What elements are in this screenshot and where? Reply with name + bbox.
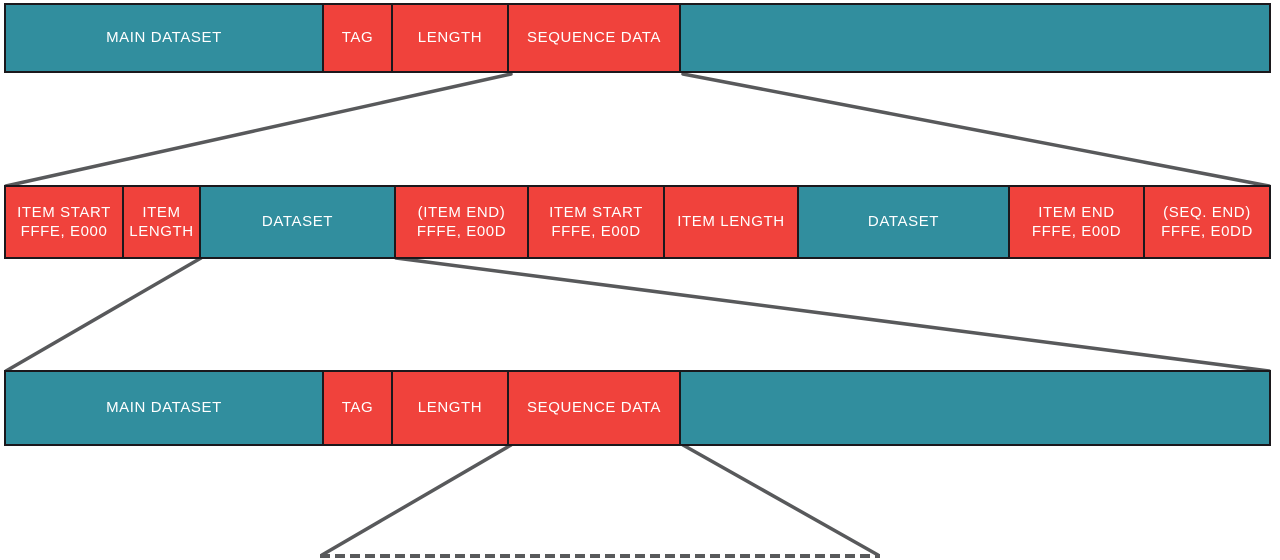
segment-dataset-2: DATASET	[799, 187, 1010, 257]
segment-remaining-dataset	[681, 5, 1269, 71]
segment-label: SEQUENCE DATA	[527, 399, 661, 417]
segment-main-dataset: MAIN DATASET	[6, 372, 324, 444]
segment-item-end-2: ITEM END FFFE, E00D	[1010, 187, 1145, 257]
segment-label: SEQUENCE DATA	[527, 29, 661, 47]
segment-sequence-data: SEQUENCE DATA	[509, 5, 681, 71]
expansion-line-top-right	[681, 72, 1271, 188]
segment-label: (ITEM END) FFFE, E00D	[416, 203, 507, 241]
segment-item-end-1: (ITEM END) FFFE, E00D	[396, 187, 529, 257]
segment-item-length-2: ITEM LENGTH	[665, 187, 799, 257]
segment-label: MAIN DATASET	[106, 29, 222, 47]
expansion-line-bottom-right	[681, 443, 880, 557]
segment-label: LENGTH	[417, 399, 483, 417]
segment-item-start-2: ITEM START FFFE, E00D	[529, 187, 665, 257]
segment-sequence-end: (SEQ. END) FFFE, E0DD	[1145, 187, 1269, 257]
segment-label: MAIN DATASET	[106, 399, 222, 417]
expansion-line-mid-right	[394, 256, 1271, 373]
segment-label: ITEM START FFFE, E000	[17, 203, 111, 241]
segment-tag: TAG	[324, 5, 393, 71]
segment-item-start-1: ITEM START FFFE, E000	[6, 187, 124, 257]
expansion-line-top-left	[4, 72, 513, 188]
segment-sequence-data: SEQUENCE DATA	[509, 372, 681, 444]
expansion-line-bottom-left	[320, 443, 513, 557]
segment-label: ITEM START FFFE, E00D	[549, 203, 643, 241]
top-main-dataset-bar: MAIN DATASET TAG LENGTH SEQUENCE DATA	[4, 3, 1271, 73]
segment-label: DATASET	[867, 213, 940, 231]
nested-main-dataset-bar: MAIN DATASET TAG LENGTH SEQUENCE DATA	[4, 370, 1271, 446]
segment-label: LENGTH	[417, 29, 483, 47]
segment-main-dataset: MAIN DATASET	[6, 5, 324, 71]
segment-length: LENGTH	[393, 372, 509, 444]
sequence-items-bar: ITEM START FFFE, E000 ITEM LENGTH DATASE…	[4, 185, 1271, 259]
segment-length: LENGTH	[393, 5, 509, 71]
segment-label: DATASET	[261, 213, 334, 231]
segment-label: (SEQ. END) FFFE, E0DD	[1161, 203, 1253, 241]
segment-label: TAG	[341, 399, 374, 417]
expansion-line-mid-left	[4, 256, 203, 373]
segment-tag: TAG	[324, 372, 393, 444]
segment-dataset-1: DATASET	[201, 187, 396, 257]
segment-label: ITEM END FFFE, E00D	[1031, 203, 1122, 241]
segment-remaining-dataset	[681, 372, 1269, 444]
segment-label: ITEM LENGTH	[677, 213, 785, 231]
segment-item-length-1: ITEM LENGTH	[124, 187, 201, 257]
segment-label: TAG	[341, 29, 374, 47]
segment-label: ITEM LENGTH	[129, 203, 194, 241]
